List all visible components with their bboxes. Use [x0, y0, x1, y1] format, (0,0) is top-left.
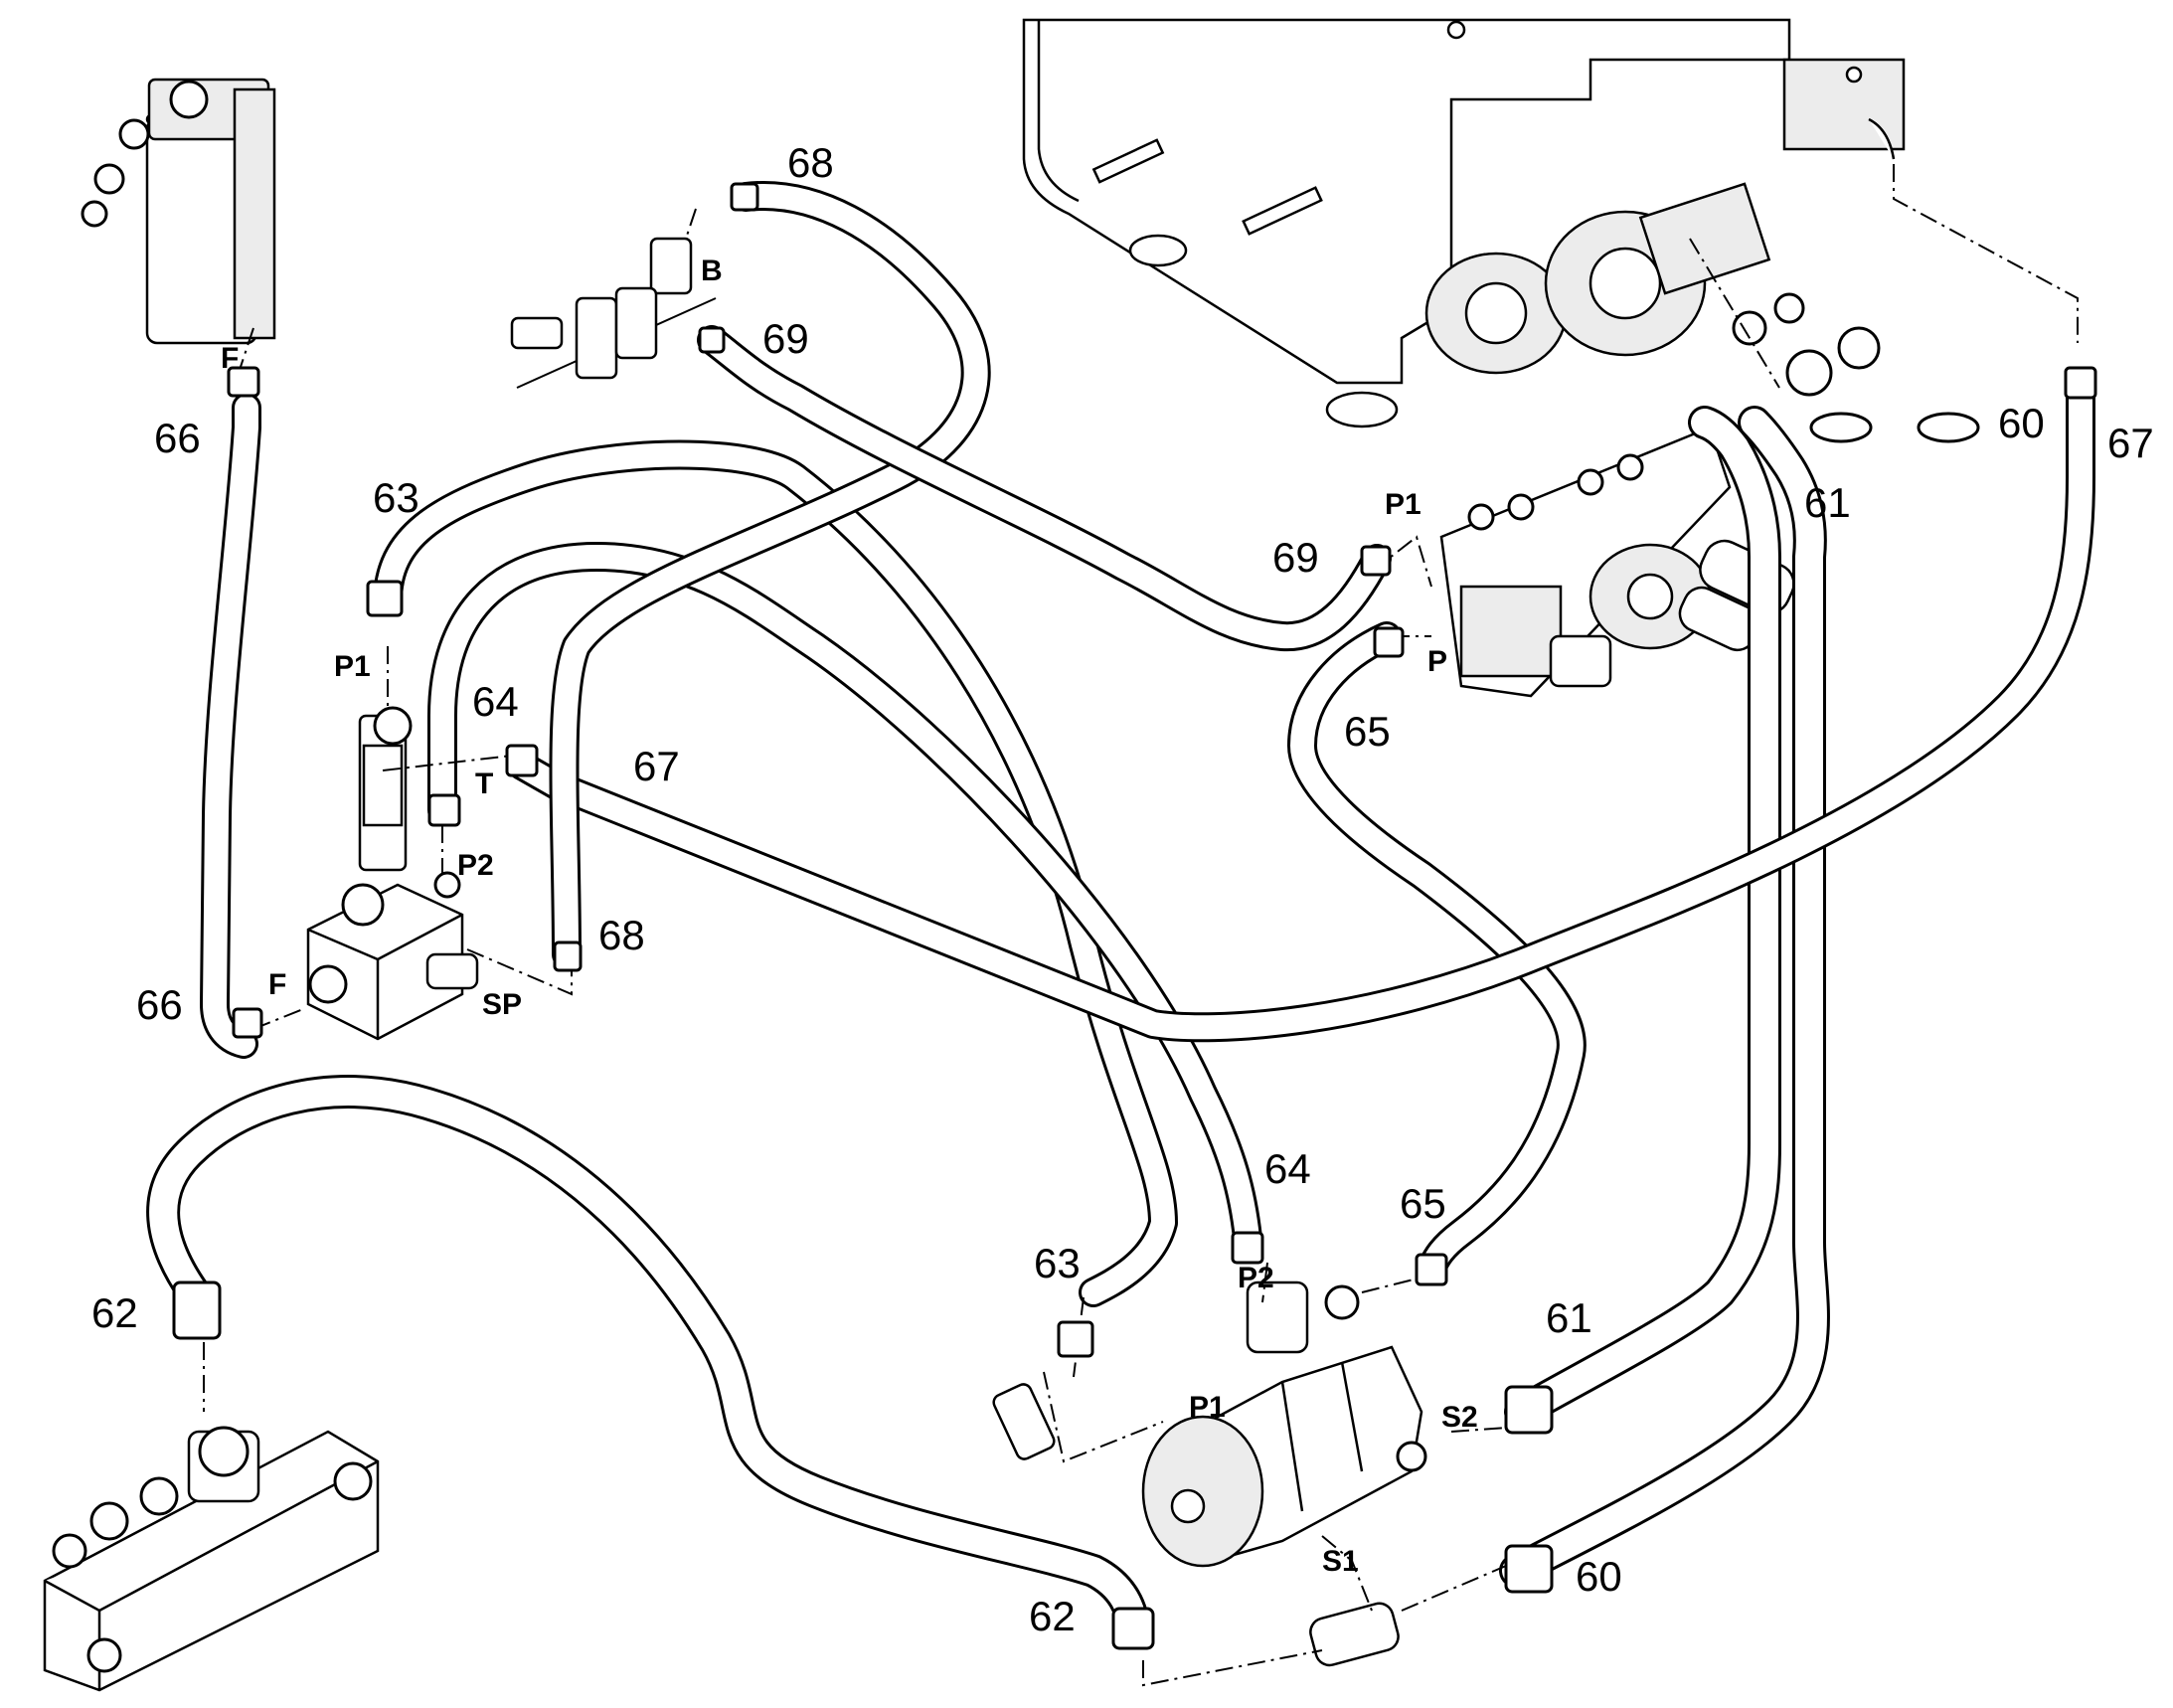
label-63-bottom: 63 — [1034, 1240, 1081, 1286]
label-67-left: 67 — [633, 743, 680, 789]
label-65-top: 65 — [1344, 708, 1391, 755]
port-labels: F B P1 P P1 T P2 F SP P2 P1 S2 S1 — [221, 255, 1478, 1578]
label-68-top: 68 — [787, 139, 834, 186]
port-label-p1-pump: P1 — [1189, 1391, 1226, 1424]
label-62-bottom: 62 — [1029, 1593, 1076, 1639]
label-63-top: 63 — [373, 474, 419, 521]
label-69-right: 69 — [1272, 534, 1319, 581]
distribution-block — [43, 1426, 380, 1692]
relief-valve-block — [306, 706, 479, 1041]
port-label-p1-block: P1 — [334, 650, 371, 683]
hydraulic-pump — [992, 1281, 1427, 1667]
label-65-bottom: 65 — [1400, 1180, 1446, 1227]
label-68-bottom: 68 — [598, 912, 645, 958]
hose-64-body — [430, 545, 1259, 1250]
label-62-left: 62 — [91, 1289, 138, 1336]
hose-65-body — [1290, 624, 1584, 1280]
port-label-f-filter: F — [221, 342, 239, 375]
port-label-s1-pump: S1 — [1322, 1545, 1359, 1578]
port-label-p1-manifold: P1 — [1385, 488, 1421, 521]
hose-67-body — [510, 386, 2092, 1040]
label-60-top: 60 — [1998, 400, 2045, 446]
port-label-p2-pump: P2 — [1238, 1262, 1274, 1294]
hose-66-body — [203, 396, 258, 1056]
hose-60-body — [1502, 409, 1827, 1585]
port-label-s2-pump: S2 — [1441, 1401, 1478, 1434]
hose-61-body — [1507, 409, 1778, 1426]
hose-63-body — [376, 442, 1175, 1304]
port-label-p-manifold: P — [1427, 645, 1447, 678]
check-valve-b — [510, 237, 717, 389]
port-label-b: B — [701, 255, 723, 287]
part-number-labels: 66 66 63 63 64 64 67 67 68 68 69 69 65 6… — [91, 139, 2154, 1639]
hose-fittings — [172, 182, 2097, 1650]
label-66-bottom: 66 — [136, 981, 183, 1028]
label-61-top: 61 — [1804, 479, 1851, 526]
port-label-sp-block: SP — [482, 988, 522, 1021]
label-61-bottom: 61 — [1546, 1294, 1592, 1341]
hose-69-body — [700, 328, 1389, 649]
label-66-top: 66 — [154, 415, 201, 461]
hose-62-body — [149, 1078, 1147, 1644]
control-manifold — [1439, 426, 1795, 698]
hydraulic-tank-assembly — [1022, 18, 1906, 428]
label-64-bottom: 64 — [1264, 1145, 1311, 1192]
filter-assembly — [81, 78, 276, 345]
label-64-top: 64 — [472, 678, 519, 725]
label-60-bottom: 60 — [1576, 1553, 1622, 1600]
hose-lines — [146, 181, 2095, 1647]
label-67-right: 67 — [2107, 420, 2154, 466]
label-69-top: 69 — [762, 315, 809, 362]
port-label-t-block: T — [475, 768, 493, 800]
port-label-p2-block: P2 — [457, 849, 494, 882]
port-label-f-block: F — [268, 968, 286, 1001]
hose-68-body — [552, 184, 988, 966]
